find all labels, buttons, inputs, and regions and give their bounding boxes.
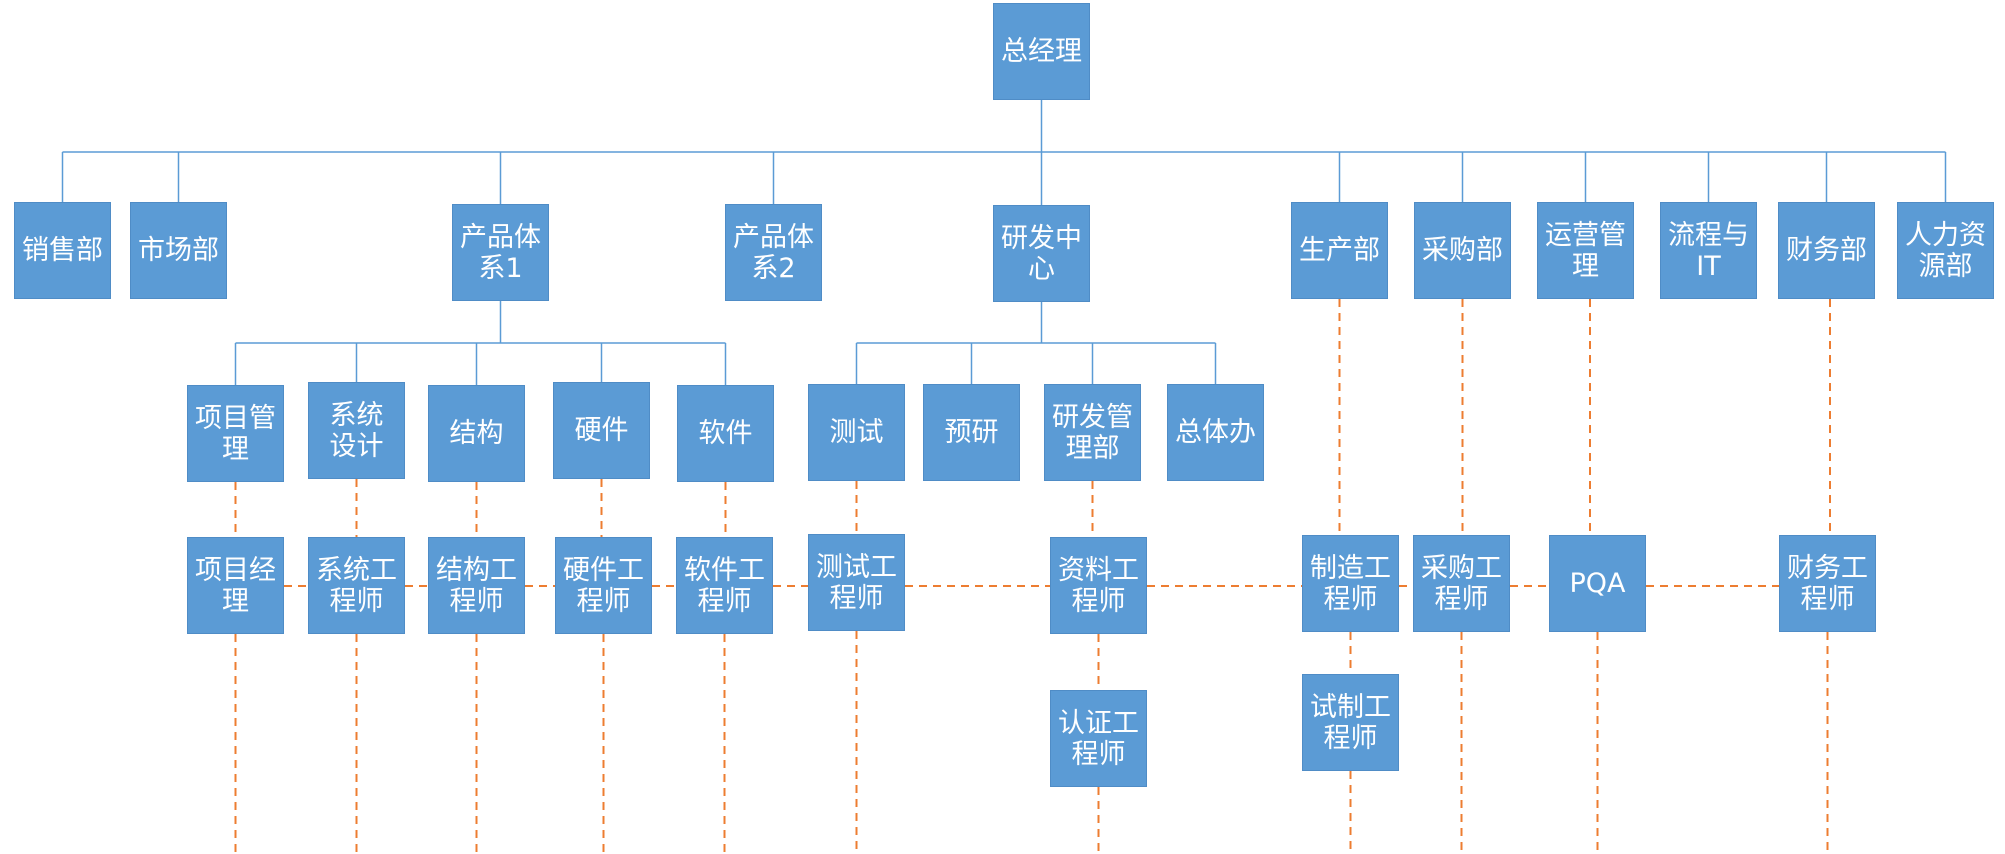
org-box-rdm: 研发管理部 xyxy=(1044,384,1141,481)
org-box-sales: 销售部 xyxy=(14,202,111,299)
org-box-pme: 项目经理 xyxy=(187,537,284,634)
org-box-label: 认证工 xyxy=(1058,707,1139,739)
org-box-label: 总经理 xyxy=(1001,36,1082,67)
org-box-label: 研发中 xyxy=(1001,222,1082,254)
org-box-trial: 试制工程师 xyxy=(1302,674,1399,771)
org-box-label: 理 xyxy=(222,433,249,465)
org-box-label: 系统 xyxy=(329,399,384,431)
org-box-pqa: PQA xyxy=(1549,535,1646,632)
org-box-label: 程师 xyxy=(576,585,631,617)
org-box-swe: 软件工程师 xyxy=(676,537,773,634)
org-box-label: 生产部 xyxy=(1299,235,1380,266)
org-box-label: 理 xyxy=(222,585,249,617)
org-box-label: 硬件 xyxy=(574,415,629,446)
org-box-syse: 系统工程师 xyxy=(308,537,405,634)
org-box-pre: 预研 xyxy=(923,384,1020,481)
org-box-hw: 硬件 xyxy=(553,382,650,479)
org-box-fin: 财务部 xyxy=(1778,202,1875,299)
org-box-label: 制造工 xyxy=(1310,552,1391,584)
org-box-sysd: 系统设计 xyxy=(308,382,405,479)
org-box-label: 项目管 xyxy=(195,402,276,434)
org-box-ceo: 总经理 xyxy=(993,3,1090,100)
org-box-label: PQA xyxy=(1569,568,1626,599)
org-box-label: 结构工 xyxy=(436,554,517,586)
org-box-label: 产品体 xyxy=(733,221,814,253)
org-box-label: 预研 xyxy=(944,417,999,448)
org-box-label: 理 xyxy=(1572,250,1599,282)
org-box-label: 采购部 xyxy=(1422,235,1503,266)
org-box-teste: 测试工程师 xyxy=(808,534,905,631)
org-box-label: 项目经 xyxy=(195,554,276,586)
org-box-struct: 结构 xyxy=(428,385,525,482)
org-box-mfg: 生产部 xyxy=(1291,202,1388,299)
org-box-label: 源部 xyxy=(1918,250,1973,282)
org-box-label: 硬件工 xyxy=(563,554,644,586)
org-box-label: 软件 xyxy=(698,418,753,449)
org-box-fine: 财务工程师 xyxy=(1779,535,1876,632)
org-box-test: 测试 xyxy=(808,384,905,481)
org-box-label: 心 xyxy=(1028,253,1055,285)
org-box-label: 程师 xyxy=(329,585,384,617)
org-box-market: 市场部 xyxy=(130,202,227,299)
org-box-label: 产品体 xyxy=(460,221,541,253)
org-box-label: 程师 xyxy=(829,582,884,614)
org-box-label: 人力资 xyxy=(1905,219,1986,251)
org-box-label: 理部 xyxy=(1065,432,1120,464)
org-box-doce: 资料工程师 xyxy=(1050,537,1147,634)
org-box-label: 程师 xyxy=(1071,585,1126,617)
org-box-purch: 采购部 xyxy=(1414,202,1511,299)
org-box-pure: 采购工程师 xyxy=(1413,535,1510,632)
org-box-label: 销售部 xyxy=(22,235,103,266)
org-box-rd: 研发中心 xyxy=(993,205,1090,302)
org-box-label: 采购工 xyxy=(1421,552,1502,584)
org-box-label: 系统工 xyxy=(316,554,397,586)
org-box-label: IT xyxy=(1696,250,1721,282)
org-box-mfge: 制造工程师 xyxy=(1302,535,1399,632)
org-box-label: 程师 xyxy=(1323,722,1378,754)
org-box-label: 测试工 xyxy=(816,551,897,583)
org-box-sw: 软件 xyxy=(677,385,774,482)
org-box-label: 系2 xyxy=(751,252,796,284)
org-box-label: 设计 xyxy=(329,430,384,462)
org-box-label: 流程与 xyxy=(1668,219,1749,251)
org-box-hr: 人力资源部 xyxy=(1897,202,1994,299)
org-box-label: 结构 xyxy=(449,418,504,449)
org-box-label: 财务部 xyxy=(1786,235,1867,266)
org-box-prod2: 产品体系2 xyxy=(725,204,822,301)
org-box-prod1: 产品体系1 xyxy=(452,204,549,301)
org-box-label: 资料工 xyxy=(1058,554,1139,586)
org-box-label: 程师 xyxy=(1800,583,1855,615)
org-box-label: 程师 xyxy=(697,585,752,617)
org-box-label: 运营管 xyxy=(1545,219,1626,251)
org-box-stre: 结构工程师 xyxy=(428,537,525,634)
org-box-label: 软件工 xyxy=(684,554,765,586)
org-box-label: 试制工 xyxy=(1310,691,1391,723)
org-box-gen: 总体办 xyxy=(1167,384,1264,481)
org-box-label: 财务工 xyxy=(1787,552,1868,584)
org-box-pm: 项目管理 xyxy=(187,385,284,482)
org-box-label: 系1 xyxy=(478,252,523,284)
org-box-label: 程师 xyxy=(449,585,504,617)
org-box-label: 市场部 xyxy=(138,235,219,266)
org-box-label: 程师 xyxy=(1071,738,1126,770)
org-box-label: 研发管 xyxy=(1052,401,1133,433)
org-box-label: 程师 xyxy=(1434,583,1489,615)
org-box-hwe: 硬件工程师 xyxy=(555,537,652,634)
org-box-label: 总体办 xyxy=(1175,417,1256,448)
org-box-ops: 运营管理 xyxy=(1537,202,1634,299)
org-box-label: 测试 xyxy=(829,417,884,448)
org-box-certe: 认证工程师 xyxy=(1050,690,1147,787)
org-box-label: 程师 xyxy=(1323,583,1378,615)
